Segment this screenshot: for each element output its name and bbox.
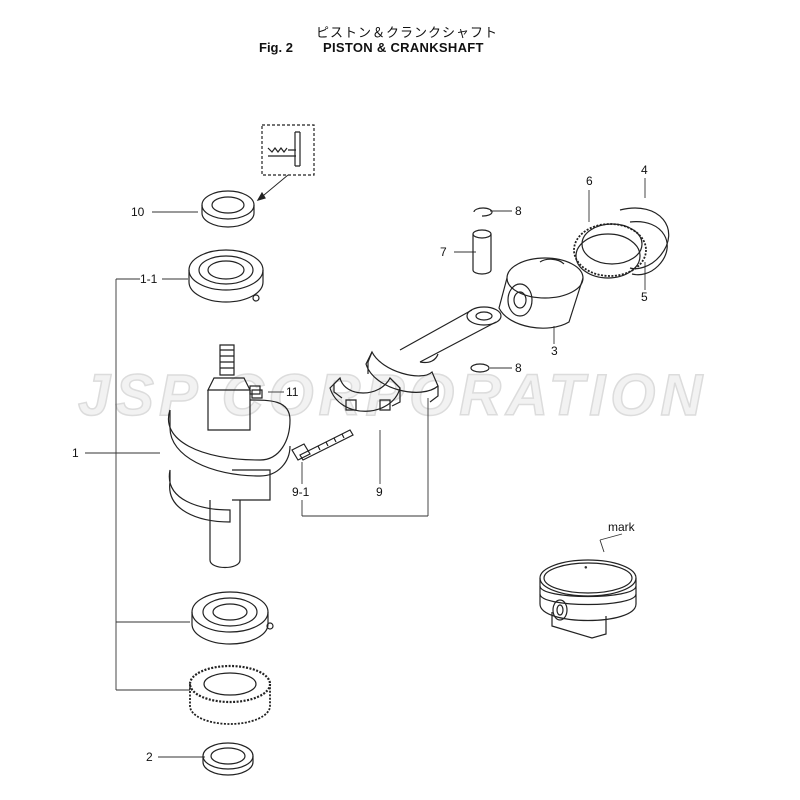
washer-part	[202, 742, 254, 776]
woodruff-key-part	[251, 389, 263, 399]
piston-part	[498, 257, 584, 329]
piston-mark-glyph: ●	[584, 565, 588, 571]
connecting-rod-part	[365, 306, 502, 403]
piston-ring-second-part	[629, 221, 668, 276]
callout-10: 10	[131, 205, 145, 219]
figure-label: Fig. 2	[259, 40, 293, 55]
callout-3: 3	[551, 344, 558, 358]
callout-8-top: 8	[515, 204, 522, 218]
rod-bolt-part	[291, 429, 354, 461]
crank-gear-part	[188, 664, 272, 725]
circlip-lower-part	[470, 363, 490, 373]
piston-mark-view-part: ●	[539, 559, 637, 639]
upper-bearing-part	[188, 249, 264, 303]
leader-lines	[85, 178, 646, 758]
callout-mark: mark	[608, 520, 635, 534]
crankshaft-part	[167, 344, 291, 569]
callout-5: 5	[641, 290, 648, 304]
callout-1-1: 1-1	[140, 272, 158, 286]
circlip-upper-part	[473, 207, 493, 217]
title-english: PISTON & CRANKSHAFT	[323, 40, 484, 55]
rod-cap-part	[329, 376, 401, 412]
callout-9-1: 9-1	[292, 485, 310, 499]
watermark-text: JSP CORPORATION	[77, 362, 708, 429]
seal-detail-inset	[256, 124, 315, 201]
callout-7: 7	[440, 245, 447, 259]
piston-pin-part	[472, 229, 492, 275]
callout-4: 4	[641, 163, 648, 177]
callout-6: 6	[586, 174, 593, 188]
callout-9: 9	[376, 485, 383, 499]
piston-ring-top-part	[619, 207, 670, 270]
callout-1: 1	[72, 446, 79, 460]
oil-seal-part	[201, 190, 255, 228]
callout-8-bottom: 8	[515, 361, 522, 375]
oil-ring-part	[573, 223, 647, 279]
title-japanese: ピストン＆クランクシャフト	[316, 25, 499, 40]
callout-11: 11	[286, 385, 299, 399]
lower-bearing-part	[191, 591, 274, 645]
callout-2: 2	[146, 750, 153, 764]
